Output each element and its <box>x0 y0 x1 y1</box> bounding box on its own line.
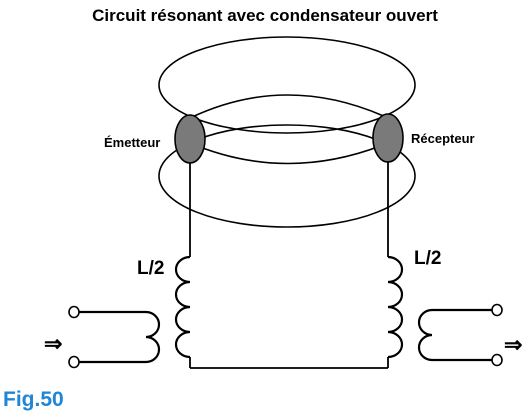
diagram-title: Circuit résonant avec condensateur ouver… <box>92 6 438 25</box>
circuit-wiring <box>189 162 389 369</box>
receiver-label: Récepteur <box>411 131 475 146</box>
receiver-electrode <box>372 113 404 163</box>
right-inductor-label: L/2 <box>414 248 441 269</box>
upper-field-loop <box>158 36 416 134</box>
output-terminal-top <box>491 303 503 317</box>
left-inductor <box>174 255 191 359</box>
inner-upper-arc <box>189 94 389 119</box>
left-inductor-label: L/2 <box>137 258 164 279</box>
input-terminal-top <box>68 305 80 319</box>
input-arrow-icon: ⇒ <box>44 331 62 356</box>
output-coupling-coil <box>417 308 492 362</box>
input-coupling-coil <box>79 310 161 364</box>
emitter-label: Émetteur <box>104 135 160 150</box>
input-terminal-bottom <box>68 355 80 369</box>
emitter-electrode <box>174 114 206 164</box>
lower-field-loop <box>158 124 416 228</box>
field-loops <box>158 36 416 228</box>
inner-lower-arc <box>189 142 389 165</box>
right-inductor <box>387 255 404 359</box>
output-arrow-icon: ⇒ <box>504 332 522 357</box>
output-terminal-bottom <box>491 353 503 367</box>
figure-number: Fig.50 <box>3 388 64 411</box>
